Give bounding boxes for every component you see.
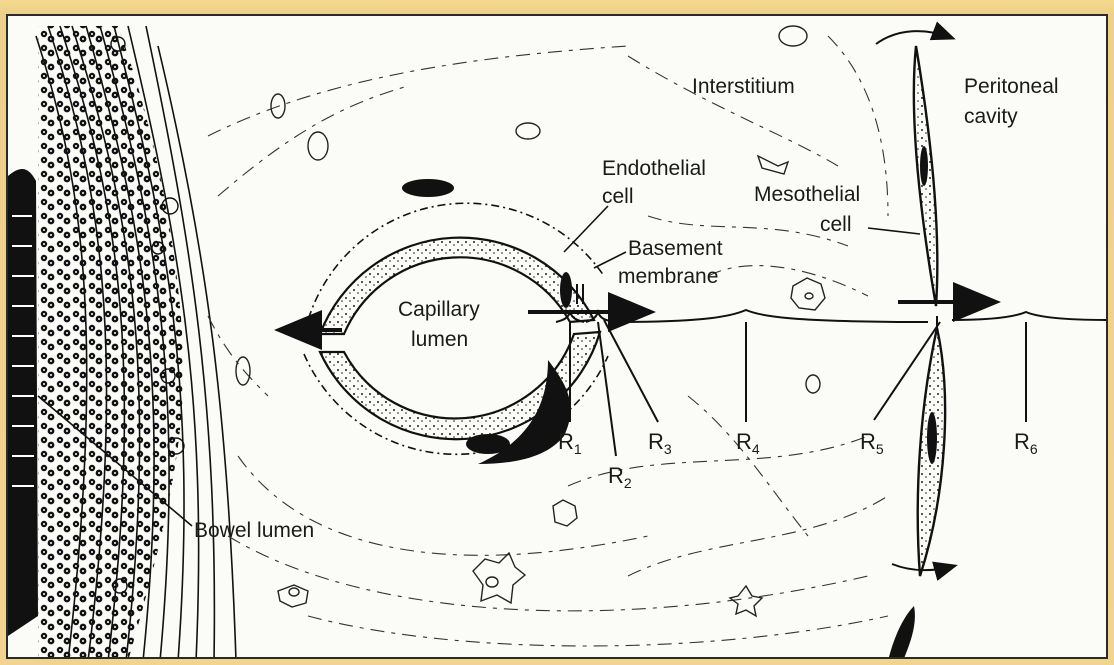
r6-label: R6 bbox=[1014, 428, 1038, 463]
mesothelial-cell-label-line1: Mesothelial bbox=[754, 181, 860, 208]
basement-membrane-label-line2: membrane bbox=[618, 263, 718, 290]
basement-membrane-label-line1: Basement bbox=[628, 235, 723, 262]
interstitium-label: Interstitium bbox=[692, 73, 795, 100]
fibroblast-cells bbox=[236, 26, 825, 616]
connective-tissue bbox=[208, 36, 888, 646]
r5-label: R5 bbox=[860, 428, 884, 463]
mesothelium bbox=[876, 31, 954, 659]
endothelial-cell-label-line2: cell bbox=[602, 183, 634, 210]
transport-arrows bbox=[282, 302, 993, 330]
r2-label: R2 bbox=[608, 462, 632, 497]
capillary-lumen-label-line2: lumen bbox=[411, 326, 468, 353]
r1-label: R1 bbox=[558, 428, 582, 463]
peritoneal-cavity-label-line1: Peritoneal bbox=[964, 73, 1059, 100]
r4-label: R4 bbox=[736, 428, 760, 463]
bowel-lumen-label: Bowel lumen bbox=[194, 517, 314, 544]
diagram-panel: Interstitium Peritoneal cavity Endotheli… bbox=[6, 14, 1108, 659]
mesothelial-cell-label-line2: cell bbox=[820, 211, 852, 238]
bowel-wall bbox=[8, 26, 236, 659]
capillary-lumen-label-line1: Capillary bbox=[398, 296, 480, 323]
peritoneal-cavity-label-line2: cavity bbox=[964, 103, 1018, 130]
r3-label: R3 bbox=[648, 428, 672, 463]
endothelial-cell-label-line1: Endothelial bbox=[602, 155, 706, 182]
tissue-illustration bbox=[8, 16, 1108, 659]
